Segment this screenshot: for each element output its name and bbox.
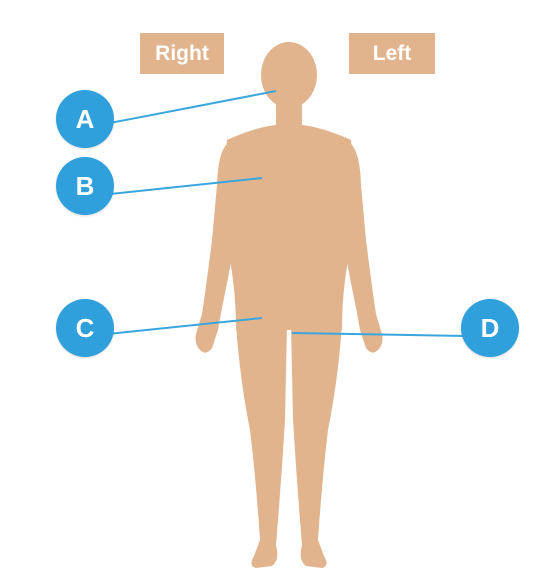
right-leg (236, 325, 287, 568)
head (261, 42, 317, 108)
left-side-label: Left (349, 33, 435, 74)
marker-a[interactable]: A (56, 90, 114, 148)
human-figure (196, 42, 383, 568)
marker-c[interactable]: C (56, 299, 114, 357)
torso (225, 124, 354, 330)
left-leg (291, 325, 342, 568)
right-side-label: Right (140, 33, 224, 74)
marker-b[interactable]: B (56, 157, 114, 215)
pointer-line-a (110, 91, 276, 123)
marker-d[interactable]: D (461, 299, 519, 357)
